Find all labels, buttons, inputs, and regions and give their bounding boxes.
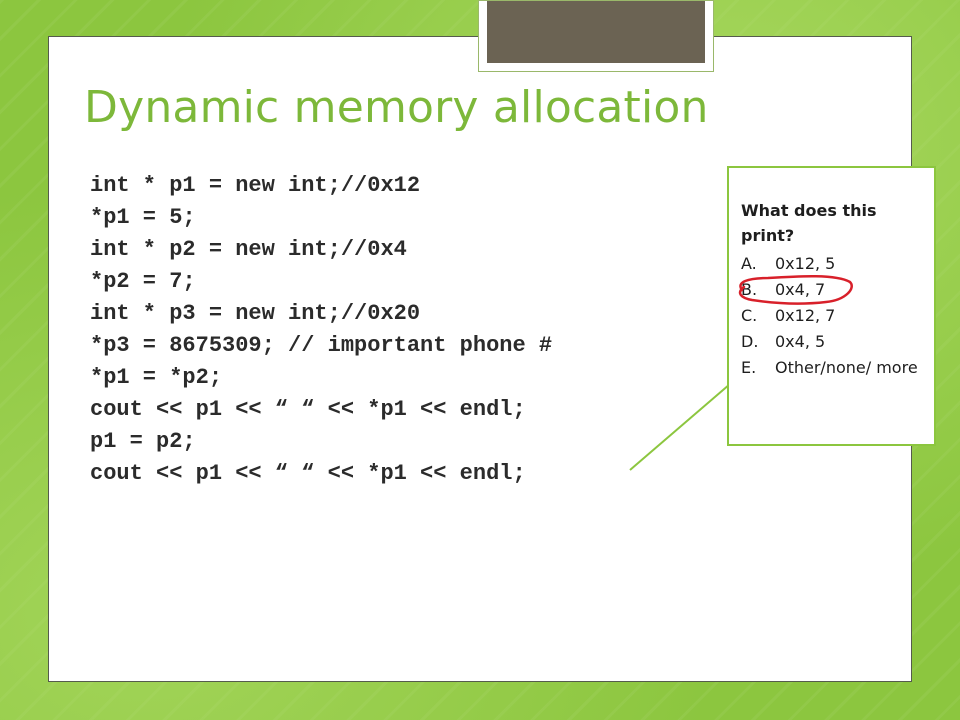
answer-text: 0x4, 5: [775, 332, 826, 351]
answer-letter: C.: [741, 306, 758, 325]
answer-letter: E.: [741, 358, 757, 377]
code-line: *p2 = 7;: [90, 269, 196, 294]
code-line: p1 = p2;: [90, 429, 196, 454]
answer-option-d: D. 0x4, 5: [741, 329, 926, 355]
question-callout-box: What does this print? A. 0x12, 5 B. 0x4,…: [727, 166, 936, 446]
slide-title: Dynamic memory allocation: [84, 82, 709, 133]
answer-text: Other/none/ more: [775, 358, 918, 377]
answer-option-e: E. Other/none/ more: [741, 355, 926, 381]
code-line: *p3 = 8675309; // important phone #: [90, 333, 553, 358]
title-tab-fill: [487, 1, 705, 63]
answer-letter: A.: [741, 254, 757, 273]
answer-text: 0x12, 7: [775, 306, 836, 325]
answer-option-b: B. 0x4, 7: [741, 277, 926, 303]
answer-text: 0x4, 7: [775, 280, 826, 299]
code-line: cout << p1 << “ “ << *p1 << endl;: [90, 461, 526, 486]
code-line: *p1 = 5;: [90, 205, 196, 230]
code-block: int * p1 = new int;//0x12 *p1 = 5; int *…: [90, 170, 552, 490]
title-tab-decoration: [478, 0, 714, 72]
answer-letter: B.: [741, 280, 758, 299]
code-line: *p1 = *p2;: [90, 365, 223, 390]
answer-option-c: C. 0x12, 7: [741, 303, 926, 329]
answer-text: 0x12, 5: [775, 254, 836, 273]
answer-letter: D.: [741, 332, 759, 351]
answer-option-a: A. 0x12, 5: [741, 251, 926, 277]
code-line: int * p3 = new int;//0x20: [90, 301, 421, 326]
question-text: What does this print?: [741, 201, 877, 245]
code-line: int * p2 = new int;//0x4: [90, 237, 407, 262]
code-line: cout << p1 << “ “ << *p1 << endl;: [90, 397, 526, 422]
code-line: int * p1 = new int;//0x12: [90, 173, 421, 198]
